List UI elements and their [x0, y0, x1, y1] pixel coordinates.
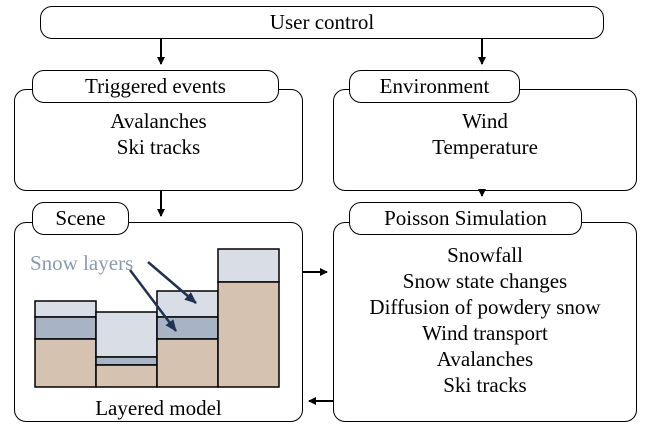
user-control-label: User control: [269, 10, 375, 34]
triggered-event-item: Ski tracks: [116, 135, 201, 159]
environment-title: Environment: [349, 70, 520, 103]
triggered-events-title: Triggered events: [32, 70, 279, 103]
user-control-box: User control: [40, 6, 604, 39]
poisson-item: Snowfall: [447, 243, 523, 267]
column-3-dense-layer: [156, 316, 219, 340]
column-2-powder-layer: [95, 311, 158, 358]
column-4-powder-layer: [217, 248, 280, 283]
poisson-simulation-list: Snowfall Snow state changes Diffusion of…: [333, 242, 637, 398]
snow-layer-pointer-arrow: [147, 261, 197, 304]
column-3-ground: [156, 338, 219, 388]
poisson-simulation-box: [333, 222, 637, 422]
column-2-ground: [95, 364, 158, 388]
poisson-item: Ski tracks: [443, 373, 527, 397]
column-4-ground: [217, 281, 280, 388]
environment-item: Wind: [462, 109, 508, 133]
layered-model-illustration: [34, 248, 280, 388]
poisson-item: Avalanches: [436, 347, 534, 371]
column-2-dense-layer: [95, 356, 158, 366]
column-1-dense-layer: [34, 316, 97, 340]
poisson-simulation-title: Poisson Simulation: [349, 202, 582, 235]
snow-layer-pointer-arrow: [129, 269, 177, 332]
triggered-events-list: Avalanches Ski tracks: [14, 108, 303, 160]
column-1-powder-layer: [34, 300, 97, 318]
poisson-item: Diffusion of powdery snow: [369, 295, 601, 319]
environment-item: Temperature: [432, 135, 538, 159]
snow-layers-label: Snow layers: [30, 251, 134, 275]
poisson-item: Snow state changes: [402, 269, 568, 293]
poisson-item: Wind transport: [422, 321, 548, 345]
environment-list: Wind Temperature: [333, 108, 637, 160]
triggered-event-item: Avalanches: [110, 109, 207, 133]
layered-model-caption: Layered model: [95, 396, 222, 420]
scene-title: Scene: [32, 202, 129, 235]
triggered-events-box: [14, 89, 303, 191]
column-1-ground: [34, 338, 97, 388]
